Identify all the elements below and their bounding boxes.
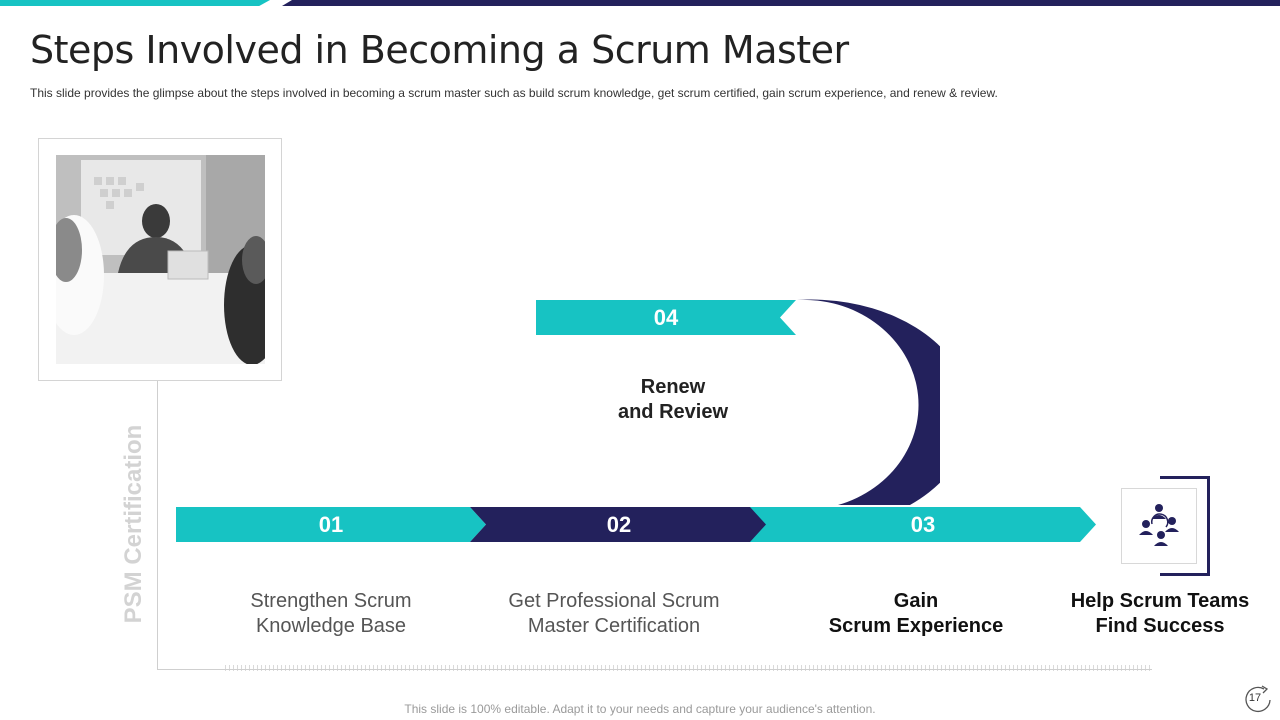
top-accent-teal <box>0 0 270 6</box>
step-04-number: 04 <box>653 304 679 330</box>
curve-connector <box>797 299 940 505</box>
top-accent-navy <box>282 0 1280 6</box>
goal-label: Help Scrum Teams Find Success <box>1070 590 1250 637</box>
meeting-photo <box>56 155 265 364</box>
step-03-arrow: 03 <box>750 507 1096 542</box>
page-number: 17 <box>1248 692 1262 704</box>
step-03-label: Gain Scrum Experience <box>828 590 1004 637</box>
step-03-number: 03 <box>910 511 936 537</box>
step-04-label: Renew and Review <box>617 376 729 423</box>
step-02-number: 02 <box>606 511 632 537</box>
step-01-number: 01 <box>318 511 344 537</box>
step-02-label: Get Professional Scrum Master Certificat… <box>508 590 720 637</box>
slide-subtitle: This slide provides the glimpse about th… <box>30 86 998 100</box>
step-04-arrow: 04 <box>536 300 796 335</box>
page-badge-icon <box>1245 685 1271 712</box>
team-icon <box>1139 504 1179 546</box>
step-02-arrow: 02 <box>470 507 768 542</box>
hatch-decoration <box>225 665 1152 671</box>
step-01-label: Strengthen Scrum Knowledge Base <box>250 590 412 637</box>
goal-icon-box <box>1121 488 1197 564</box>
frame-vertical-line <box>157 381 158 670</box>
slide-title: Steps Involved in Becoming a Scrum Maste… <box>30 28 849 72</box>
icon-bracket <box>1160 476 1210 576</box>
step-01-arrow: 01 <box>176 507 486 542</box>
footer-note: This slide is 100% editable. Adapt it to… <box>404 702 876 716</box>
psm-certification-label: PSM Certification <box>120 424 147 624</box>
